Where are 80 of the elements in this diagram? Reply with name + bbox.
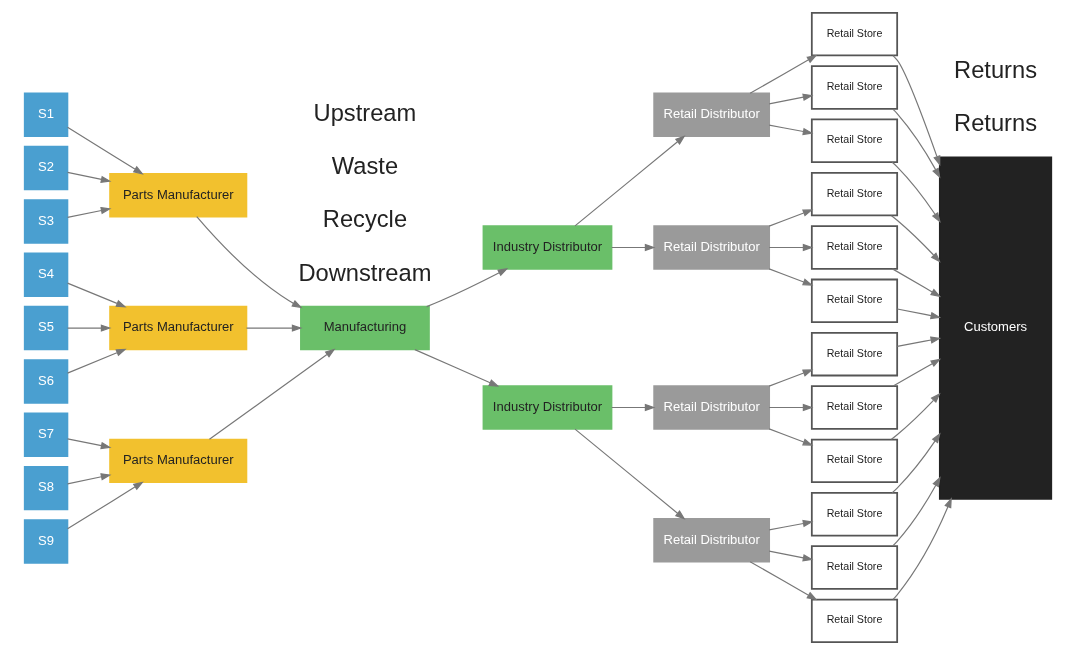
node-box: Retail Store (810, 491, 899, 537)
arrow (749, 561, 818, 601)
node-box: S9 (23, 519, 69, 564)
arrow (574, 428, 686, 520)
node-box: Parts Manufacturer (109, 305, 248, 351)
node-box: S6 (23, 359, 69, 404)
arrow (66, 473, 112, 485)
node-box: S1 (23, 92, 69, 137)
arrow (892, 476, 941, 547)
arrow (574, 135, 686, 227)
arrow (768, 209, 814, 227)
arrow (896, 336, 942, 347)
node-box: S7 (23, 412, 69, 457)
node-box: Retail Store (810, 545, 899, 590)
arrow (892, 497, 952, 600)
node-box: Industry Distributor (482, 225, 613, 270)
node-box: Retail Store (810, 385, 899, 430)
node-box: Industry Distributor (482, 385, 613, 430)
arrow (892, 108, 941, 179)
arrow (426, 268, 509, 308)
node-box: S5 (23, 305, 69, 351)
arrow (66, 282, 127, 308)
arrow (768, 550, 814, 562)
node-box: Retail Distributor (653, 225, 771, 270)
arrow (414, 349, 500, 387)
arrow (611, 243, 656, 252)
node-box: Retail Store (810, 278, 899, 324)
arrow (768, 268, 814, 286)
arrow (749, 54, 818, 94)
node-box: S4 (23, 252, 69, 297)
arrow (66, 438, 112, 450)
arrow (892, 358, 942, 387)
arrow (66, 126, 144, 175)
node-box: Retail Distributor (653, 518, 771, 563)
label: Downstream (298, 259, 432, 286)
arrow (891, 268, 942, 298)
node-box: Customers (938, 156, 1053, 500)
arrow (66, 171, 112, 183)
arrow (66, 206, 112, 218)
node-box: Retail Store (810, 598, 899, 644)
arrow (768, 124, 814, 136)
arrow (66, 324, 112, 332)
arrow (196, 216, 303, 309)
arrow (611, 403, 656, 412)
node-box: Retail Store (810, 65, 899, 110)
arrow (768, 428, 814, 446)
arrow (891, 161, 941, 223)
arrow (891, 432, 941, 494)
arrow (768, 243, 814, 252)
label: Returns (954, 56, 1038, 83)
arrow (768, 369, 814, 387)
label: Waste (331, 153, 399, 179)
arrow (892, 55, 941, 167)
node-box: Retail Store (810, 171, 899, 217)
arrow (768, 519, 814, 531)
node-box: Retail Store (810, 438, 899, 484)
node-box: S8 (23, 465, 69, 511)
arrow (66, 481, 144, 530)
label: Upstream (313, 99, 417, 126)
label: Recycle (322, 206, 408, 233)
node-box: Retail Distributor (653, 385, 771, 430)
arrow (208, 348, 336, 440)
node-box: Retail Store (810, 11, 899, 57)
arrow (890, 215, 941, 263)
arrow (896, 308, 942, 320)
node-box: S2 (23, 145, 69, 191)
arrow (768, 403, 814, 412)
node-box: Parts Manufacturer (109, 173, 248, 218)
node-box: Retail Store (810, 331, 899, 377)
node-box: Retail Store (810, 118, 899, 164)
node-box: Parts Manufacturer (109, 438, 248, 484)
node-box: Manufacturing (300, 305, 430, 351)
arrow (66, 348, 127, 374)
arrow (768, 93, 814, 105)
label: Returns (954, 110, 1038, 137)
node-box: Retail Store (810, 225, 899, 270)
arrow (245, 324, 303, 332)
arrow (890, 392, 941, 440)
node-box: Retail Distributor (653, 92, 771, 137)
node-box: S3 (23, 199, 69, 244)
